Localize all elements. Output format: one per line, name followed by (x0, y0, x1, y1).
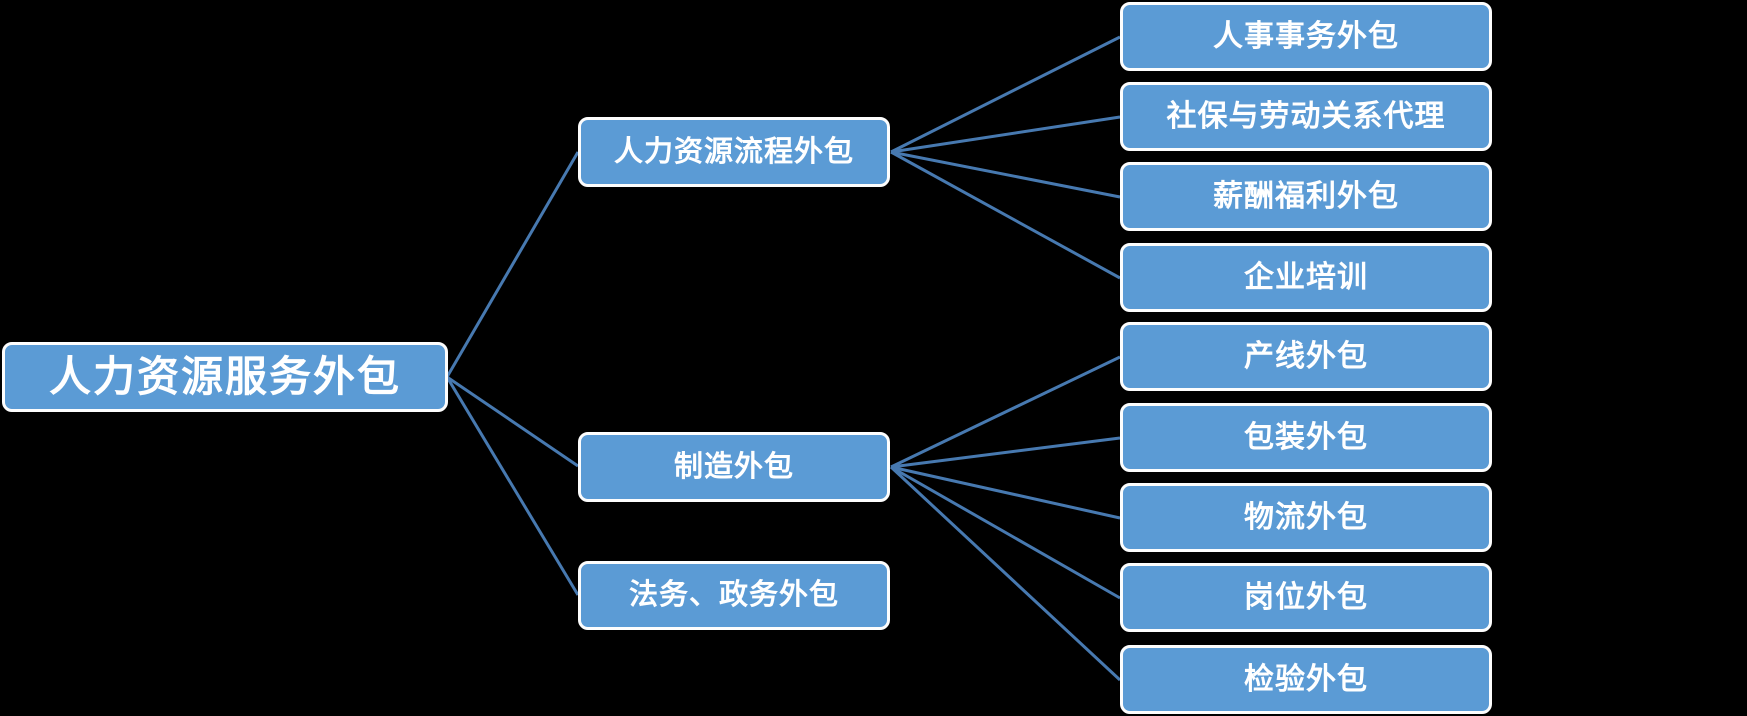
node-manufacturing-outsourcing: 制造外包 (578, 432, 890, 502)
connector-hr-to-social-insurance (890, 115, 1121, 154)
node-personnel-affairs-outsourcing: 人事事务外包 (1120, 2, 1492, 71)
node-root-hr-service-outsourcing: 人力资源服务外包 (2, 342, 448, 412)
connector-hr-to-compensation-benefits (890, 150, 1121, 199)
connector-mfg-to-packaging (890, 436, 1121, 469)
connector-mfg-to-logistics (890, 465, 1121, 520)
connector-root-to-manufacturing (446, 375, 579, 468)
node-production-line-outsourcing: 产线外包 (1120, 322, 1492, 391)
node-legal-government-outsourcing: 法务、政务外包 (578, 561, 890, 630)
node-corporate-training: 企业培训 (1120, 243, 1492, 312)
node-position-outsourcing: 岗位外包 (1120, 563, 1492, 632)
node-logistics-outsourcing: 物流外包 (1120, 483, 1492, 552)
node-packaging-outsourcing: 包装外包 (1120, 403, 1492, 472)
node-hr-process-outsourcing: 人力资源流程外包 (578, 117, 890, 187)
connector-hr-to-personnel-affairs (890, 35, 1121, 154)
node-inspection-outsourcing: 检验外包 (1120, 645, 1492, 714)
connector-mfg-to-production-line (890, 355, 1121, 469)
node-compensation-benefits-outsourcing: 薪酬福利外包 (1120, 162, 1492, 231)
connector-hr-to-corporate-training (890, 150, 1121, 280)
connector-root-to-hr-process (445, 151, 580, 378)
node-social-insurance-labor-relations-agency: 社保与劳动关系代理 (1120, 82, 1492, 151)
connector-mfg-to-inspection (889, 465, 1122, 682)
connector-root-to-legal-government (445, 376, 580, 596)
connector-mfg-to-position (890, 465, 1121, 600)
